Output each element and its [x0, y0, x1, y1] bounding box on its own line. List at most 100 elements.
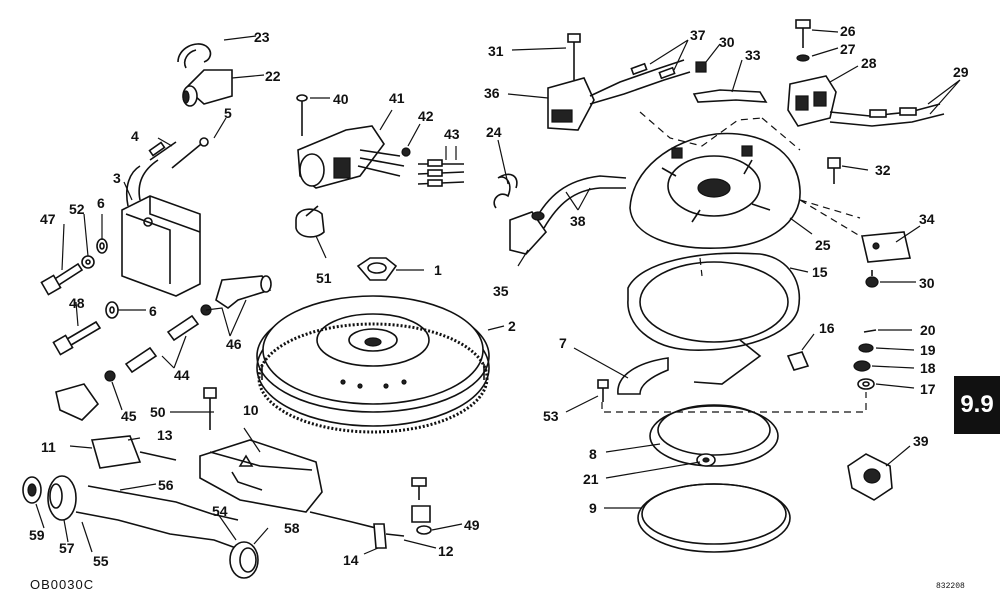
part-40-screw — [296, 94, 308, 136]
callout-9: 9 — [589, 500, 597, 516]
part-39-bracket — [847, 453, 893, 501]
callout-24: 24 — [486, 124, 502, 140]
callout-1: 1 — [434, 262, 442, 278]
part-57-grommet — [47, 475, 77, 521]
callout-52: 52 — [69, 201, 85, 217]
part-51-clamp — [295, 205, 325, 238]
callout-15: 15 — [812, 264, 828, 280]
callout-59: 59 — [29, 527, 45, 543]
callout-17: 17 — [920, 381, 936, 397]
callout-25: 25 — [815, 237, 831, 253]
part-31-screw — [567, 33, 581, 80]
part-7-cam — [617, 357, 669, 395]
part-4-terminal — [148, 141, 177, 161]
callout-27: 27 — [840, 41, 856, 57]
callout-37: 37 — [690, 27, 706, 43]
part-55-wire — [75, 511, 237, 549]
callout-50: 50 — [150, 404, 166, 420]
part-37-wires — [589, 59, 691, 105]
part-30-screw-lower — [865, 270, 879, 288]
callout-10: 10 — [243, 402, 259, 418]
part-42-nut — [401, 147, 411, 157]
callout-3: 3 — [113, 170, 121, 186]
part-14-terminal — [309, 511, 405, 549]
section-tab: 9.9 — [954, 376, 1000, 434]
callout-31: 31 — [488, 43, 504, 59]
callout-6-upper: 6 — [97, 195, 105, 211]
part-43-terminals — [417, 159, 465, 187]
callout-21: 21 — [583, 471, 599, 487]
callout-11: 11 — [41, 439, 56, 455]
callout-29: 29 — [953, 64, 969, 80]
print-code: 832208 — [936, 582, 965, 591]
part-10-power-pack — [199, 439, 323, 513]
callout-49: 49 — [464, 517, 480, 533]
callout-38: 38 — [570, 213, 586, 229]
callout-12: 12 — [438, 543, 454, 559]
assembly-line-cam — [699, 257, 703, 277]
part-41-sensor-assembly — [297, 125, 405, 189]
part-6-washer-lower — [105, 301, 119, 319]
callout-34: 34 — [919, 211, 935, 227]
callout-55: 55 — [93, 553, 109, 569]
part-18-washer — [853, 360, 871, 372]
part-22-connector-boot — [182, 69, 233, 107]
callout-13: 13 — [157, 427, 173, 443]
callout-23: 23 — [254, 29, 270, 45]
callout-4: 4 — [131, 128, 139, 144]
callout-43: 43 — [444, 126, 460, 142]
part-15-retainer-plate — [627, 252, 801, 385]
callout-2: 2 — [508, 318, 516, 334]
part-20-pin — [863, 329, 877, 333]
part-44-sleeve — [124, 314, 200, 374]
callout-41: 41 — [389, 90, 405, 106]
part-35-connector — [509, 211, 548, 255]
callout-7: 7 — [559, 335, 567, 351]
part-9-retaining-ring — [637, 483, 791, 553]
part-19-washer — [858, 343, 874, 353]
callout-51: 51 — [316, 270, 332, 286]
part-6-washer-upper — [96, 238, 108, 254]
part-23-clip — [177, 43, 212, 69]
part-48-bolt — [52, 320, 102, 356]
callout-54: 54 — [212, 503, 228, 519]
part-8-support-plate — [649, 404, 779, 467]
assembly-line-bracket — [799, 199, 861, 237]
callout-6-lower: 6 — [149, 303, 157, 319]
part-59-nut — [22, 476, 42, 504]
part-13-connector — [90, 435, 177, 469]
callout-46: 46 — [226, 336, 242, 352]
callout-30-lower: 30 — [919, 275, 935, 291]
callout-44: 44 — [174, 367, 190, 383]
callout-5: 5 — [224, 105, 232, 121]
part-52-lockwasher — [81, 255, 95, 269]
callout-18: 18 — [920, 360, 936, 376]
callout-39: 39 — [913, 433, 929, 449]
part-25-armature-plate — [629, 132, 801, 249]
leader-lines — [35, 29, 961, 555]
part-53-screw — [597, 379, 609, 402]
callout-57: 57 — [59, 540, 75, 556]
part-screw-and-clip — [411, 477, 431, 523]
assembly-line-plate — [639, 111, 801, 151]
part-27-washer — [796, 54, 810, 62]
callout-45: 45 — [121, 408, 137, 424]
part-17-washer — [857, 378, 875, 390]
callout-42: 42 — [418, 108, 434, 124]
part-5-terminal — [171, 137, 209, 169]
part-29-wires — [829, 103, 945, 127]
callout-53: 53 — [543, 408, 559, 424]
drawing-code: OB0030C — [30, 577, 95, 592]
part-26-screw — [795, 19, 811, 48]
part-45-boot — [55, 370, 116, 421]
callout-16: 16 — [819, 320, 835, 336]
callout-19: 19 — [920, 342, 936, 358]
callout-33: 33 — [745, 47, 761, 63]
part-47-bolt — [40, 262, 84, 296]
part-24-clip — [493, 173, 518, 209]
part-2-flywheel — [256, 295, 490, 434]
part-28-sensor — [787, 75, 837, 127]
part-50-bolt — [203, 387, 217, 430]
part-36-sensor — [547, 77, 595, 131]
